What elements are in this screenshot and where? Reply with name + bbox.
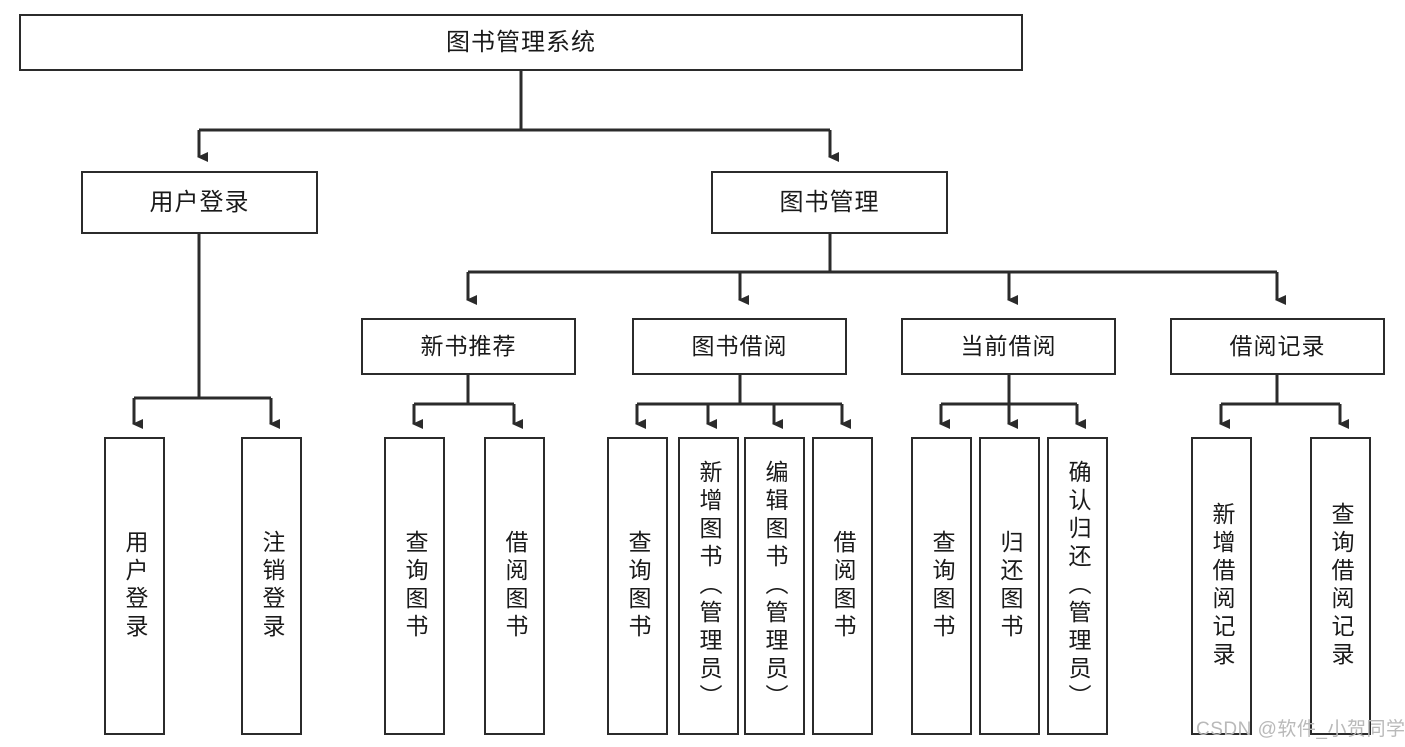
leaf-book-borrow-add-book-admin[interactable]: 新增图书（管理员）	[678, 437, 739, 735]
leaf-current-borrow-confirm-return-admin[interactable]: 确认归还（管理员）	[1047, 437, 1108, 735]
node-book-borrow[interactable]: 图书借阅	[632, 318, 847, 375]
node-label: 查询图书	[625, 530, 651, 642]
node-new-book-recommend[interactable]: 新书推荐	[361, 318, 576, 375]
leaf-current-borrow-query-book[interactable]: 查询图书	[911, 437, 972, 735]
node-borrow-record[interactable]: 借阅记录	[1170, 318, 1385, 375]
node-root-book-management-system[interactable]: 图书管理系统	[19, 14, 1023, 71]
node-label: 查询图书	[929, 530, 955, 642]
node-label: 当前借阅	[960, 333, 1057, 360]
leaf-user-login-logout[interactable]: 注销登录	[241, 437, 302, 735]
node-label: 借阅图书	[830, 530, 856, 642]
node-label: 查询图书	[402, 530, 428, 642]
node-label: 注销登录	[259, 530, 285, 642]
node-label: 图书管理	[779, 188, 880, 216]
node-label: 借阅图书	[502, 530, 528, 642]
node-label: 新书推荐	[420, 333, 517, 360]
node-label: 新增图书（管理员）	[696, 460, 722, 712]
node-label: 查询借阅记录	[1328, 502, 1354, 670]
leaf-current-borrow-return-book[interactable]: 归还图书	[979, 437, 1040, 735]
leaf-new-book-borrow-book[interactable]: 借阅图书	[484, 437, 545, 735]
node-label: 新增借阅记录	[1209, 502, 1235, 670]
leaf-borrow-record-query-record[interactable]: 查询借阅记录	[1310, 437, 1371, 735]
leaf-user-login-login[interactable]: 用户登录	[104, 437, 165, 735]
leaf-new-book-query-book[interactable]: 查询图书	[384, 437, 445, 735]
node-label: 借阅记录	[1229, 333, 1326, 360]
leaf-book-borrow-edit-book-admin[interactable]: 编辑图书（管理员）	[744, 437, 805, 735]
node-label: 确认归还（管理员）	[1065, 460, 1091, 712]
node-label: 归还图书	[997, 530, 1023, 642]
leaf-book-borrow-borrow-book[interactable]: 借阅图书	[812, 437, 873, 735]
node-label: 图书借阅	[691, 333, 788, 360]
leaf-borrow-record-add-record[interactable]: 新增借阅记录	[1191, 437, 1252, 735]
csdn-watermark: CSDN @软件_小贺同学	[1196, 714, 1405, 741]
node-label: 用户登录	[149, 188, 250, 216]
watermark-text: CSDN @软件_小贺同学	[1196, 719, 1405, 740]
node-user-login[interactable]: 用户登录	[81, 171, 318, 234]
node-book-management[interactable]: 图书管理	[711, 171, 948, 234]
node-current-borrow[interactable]: 当前借阅	[901, 318, 1116, 375]
node-label: 图书管理系统	[446, 28, 596, 56]
node-label: 用户登录	[122, 530, 148, 642]
leaf-book-borrow-query-book[interactable]: 查询图书	[607, 437, 668, 735]
node-label: 编辑图书（管理员）	[762, 460, 788, 712]
